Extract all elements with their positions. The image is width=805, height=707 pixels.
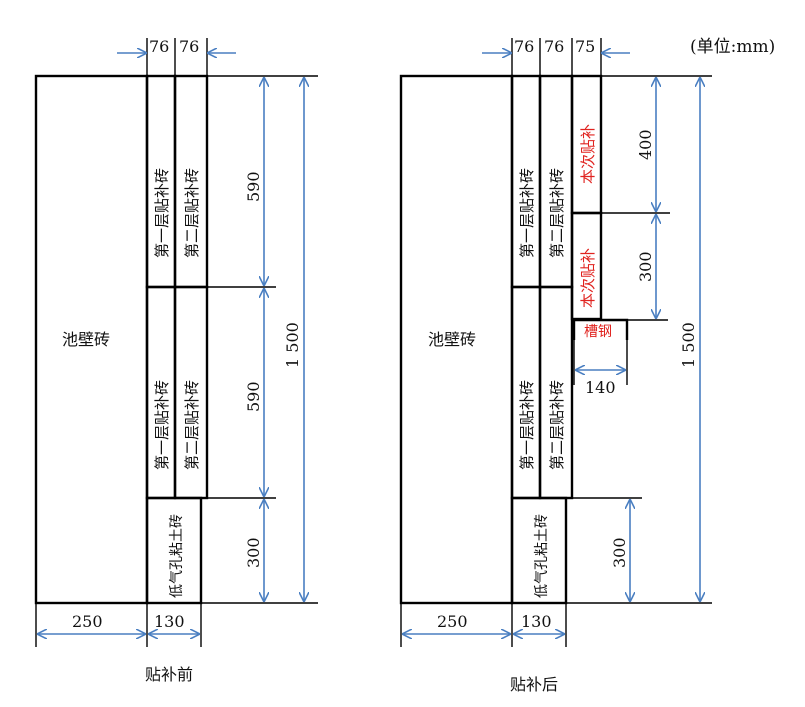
before-layer1-lower-label: 第一层贴补砖 [153,380,171,470]
after-channel-steel [572,318,629,340]
after-dim-250: 250 [437,612,468,631]
after-bottom-brick-label: 低气孔粘土砖 [534,514,550,598]
before-diagram: 池壁砖 第一层贴补砖 第二层贴补砖 第一层贴补砖 第二层贴补砖 低气孔粘土砖 7… [34,37,318,684]
before-dim-300: 300 [244,537,263,568]
after-dim-top-c: 75 [575,37,595,56]
after-diagram: 池壁砖 槽钢 第一层贴补砖 第二层贴补砖 第一层贴补砖 第二层贴补砖 低气孔粘土… [399,37,712,694]
after-dim-300-mid: 300 [636,251,655,282]
after-dim-top-b: 76 [544,37,564,56]
after-layer2-upper-label: 第二层贴补砖 [548,168,566,258]
after-channel-steel-label: 槽钢 [584,324,612,340]
before-layer2-upper-label: 第二层贴补砖 [183,168,201,258]
before-dim-top-a: 76 [149,37,169,56]
after-layer2-lower-label: 第二层贴补砖 [548,380,566,470]
before-caption: 贴补前 [145,665,193,684]
after-pool-wall-label: 池壁砖 [428,330,476,349]
before-bottom-brick [145,496,203,605]
before-pool-wall-label: 池壁砖 [62,330,110,349]
before-dim-top-b: 76 [179,37,199,56]
after-patch-upper-label: 本次贴补 [579,124,597,184]
after-layer1-upper-label: 第一层贴补砖 [518,168,536,258]
before-bottom-brick-label: 低气孔粘土砖 [169,514,185,598]
after-caption: 贴补后 [510,675,558,694]
after-dim-total: 1 500 [679,322,698,368]
before-dim-130: 130 [154,612,185,631]
after-layer1-lower-label: 第一层贴补砖 [518,380,536,470]
after-bottom-brick [510,496,568,605]
before-dim-590-lower: 590 [244,381,263,412]
after-dim-300-low: 300 [610,537,629,568]
before-layer2-lower-label: 第二层贴补砖 [183,380,201,470]
unit-note: (单位:mm) [690,37,775,57]
before-dim-590-upper: 590 [244,171,263,202]
after-dim-130: 130 [521,612,552,631]
after-dim-top-a: 76 [514,37,534,56]
before-dim-total: 1 500 [283,322,302,368]
before-layer1-upper-label: 第一层贴补砖 [153,168,171,258]
after-patch-lower-label: 本次贴补 [579,248,597,308]
after-dim-400: 400 [636,129,655,160]
after-dim-140: 140 [585,378,616,397]
before-dim-250: 250 [72,612,103,631]
